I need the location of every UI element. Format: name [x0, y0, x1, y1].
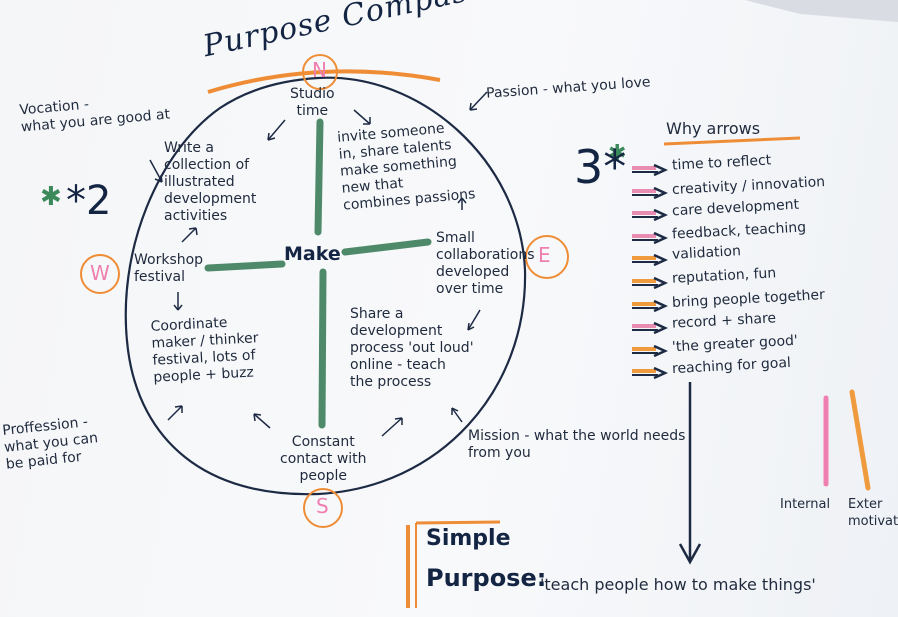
why-arrow-10-icon	[632, 364, 669, 380]
east-circle	[525, 235, 569, 279]
why-arrow-1-icon	[632, 161, 669, 177]
left-star-mark: ✱	[40, 182, 62, 212]
purpose-text: 'teach people how to make things'	[540, 575, 816, 594]
title-underline	[207, 69, 441, 94]
external-motivation-label: Exter motivation	[848, 497, 898, 529]
center-label: Make	[284, 243, 341, 265]
why-arrow-7-icon	[632, 297, 669, 312]
mission-label: Mission - what the world needs from you	[468, 428, 686, 461]
note-write-collection: Write a collection of illustrated develo…	[164, 140, 257, 224]
cross-east-stroke	[341, 238, 432, 256]
why-arrow-4-icon	[632, 229, 669, 244]
south-circle	[303, 488, 343, 528]
east-letter: E	[538, 243, 551, 267]
why-arrow-2-icon	[632, 184, 669, 199]
note-coordinate: Coordinate maker / thinker festival, lot…	[150, 314, 259, 386]
left-star-number: *2	[66, 178, 112, 224]
corner-photo-edge	[745, 0, 898, 22]
note-workshop-festival: Workshop festival	[134, 252, 204, 285]
simple-label: Simple	[426, 526, 511, 551]
right-star-mark: ✱	[608, 141, 626, 166]
hand-arrows	[149, 91, 488, 437]
purpose-label: Purpose:	[426, 564, 547, 592]
external-motivation-bar	[849, 389, 871, 491]
note-studio-time: Studio time	[290, 86, 335, 119]
west-circle	[80, 254, 120, 294]
profession-label: Proffession - what you can be paid for	[1, 414, 99, 473]
why-arrow-9-icon	[632, 342, 669, 357]
why-arrows-heading: Why arrows	[666, 119, 761, 138]
north-circle	[302, 54, 338, 90]
note-share-process: Share a development process 'out loud' o…	[350, 306, 474, 390]
why-arrow-3-icon	[632, 206, 669, 222]
purpose-bracket-top	[415, 520, 501, 525]
compass-circle	[124, 76, 527, 496]
note-constant-contact: Constant contact with people	[280, 434, 367, 484]
cross-north-stroke	[314, 118, 324, 236]
right-star-number: 3*	[574, 140, 627, 194]
internal-motivation-label: Internal	[780, 497, 831, 512]
main-down-arrowhead	[678, 543, 702, 565]
why-arrow-6-icon	[632, 274, 669, 290]
why-heading-underline	[663, 136, 801, 146]
north-letter: N	[312, 58, 327, 82]
cross-south-stroke	[318, 268, 327, 429]
note-invite: invite someone in, share talents make so…	[336, 120, 476, 214]
south-letter: S	[316, 494, 329, 518]
cross-west-stroke	[204, 260, 286, 272]
why-arrow-5-icon	[632, 251, 669, 267]
west-letter: W	[90, 261, 110, 285]
note-small-collaborations: Small collaborations developed over time	[436, 230, 535, 297]
why-arrow-8-icon	[632, 319, 669, 335]
